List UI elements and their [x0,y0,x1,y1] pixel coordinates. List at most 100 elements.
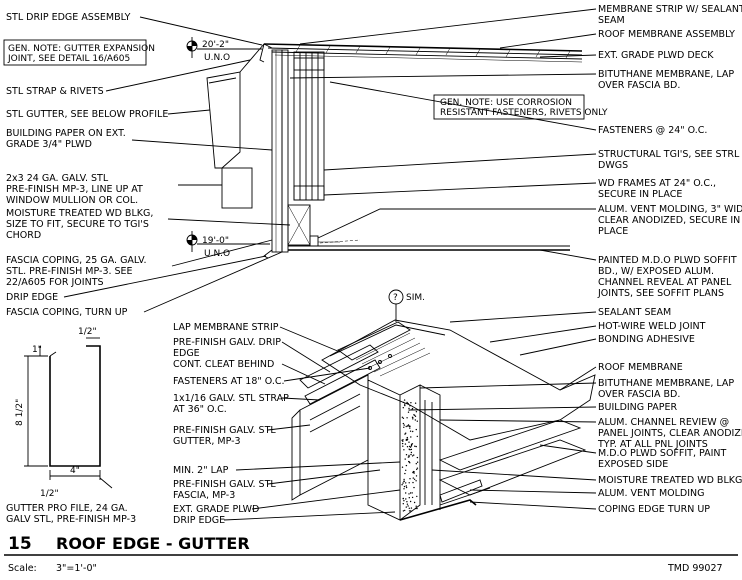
stipple-dot [402,510,405,512]
stipple-dot [415,445,417,448]
label-wd-frames-2: SECURE IN PLACE [598,189,682,200]
stipple-dot [410,451,413,454]
stipple-dot [408,507,410,509]
iso-label-channel-3: TYP. AT ALL PNL JOINTS [597,439,708,450]
section-cut-ref: ? [393,293,398,303]
stipple-dot [407,424,410,426]
stipple-dot [407,402,409,405]
profile-caption-1: GUTTER PRO FILE, 24 GA. [6,503,128,514]
label-fascia-turn-up: FASCIA COPING, TURN UP [6,307,128,318]
label-building-paper-2: GRADE 3/4" PLWD [6,139,92,150]
iso-label-cleat: CONT. CLEAT BEHIND [173,359,274,370]
stipple-dot [406,436,408,439]
label-galv-stl-2: PRE-FINISH MP-3, LINE UP AT [6,184,143,195]
iso-label-channel-1: ALUM. CHANNEL REVIEW @ [598,417,729,428]
label-strap-rivets: STL STRAP & RIVETS [6,86,104,97]
stipple-dot [403,478,405,481]
detail-number: 15 [8,534,32,554]
label-membrane-strip-2: SEAM [598,15,625,26]
profile-caption-2: GALV STL, PRE-FINISH MP-3 [6,514,136,525]
label-soffit-2: BD., W/ EXPOSED ALUM. [598,266,714,277]
stipple-dot [402,417,405,419]
label-gutter: STL GUTTER, SEE BELOW PROFILE [6,109,168,120]
corrosion-note: GEN. NOTE: USE CORROSION RESISTANT FASTE… [433,94,608,120]
stipple-dot [408,407,410,410]
corrosion-note-line-1: GEN. NOTE: USE CORROSION [440,98,572,108]
elevation-marker-top: 20'-2" U.N.O [186,37,262,63]
iso-membrane-hatch [355,332,431,377]
stipple-dot [402,407,404,409]
stipple-dot [412,430,414,433]
stipple-dot [406,446,409,448]
label-bituthane-2: OVER FASCIA BD. [598,80,680,91]
scale-value: 3"=1'-0" [56,563,97,574]
profile-dim-bottom: 1/2" [40,489,59,499]
label-soffit-3: CHANNEL REVEAL AT PANEL [598,277,732,288]
stipple-dot [409,427,411,429]
iso-label-fascia-1: PRE-FINISH GALV. STL [173,479,276,490]
stipple-dot [408,425,411,428]
stipple-dot [414,445,416,447]
stipple-dot [404,458,406,460]
stipple-dot [412,418,414,420]
stipple-dot [401,442,404,445]
stipple-dot [409,492,412,494]
stipple-dot [409,449,411,451]
label-soffit-1: PAINTED M.D.O PLWD SOFFIT [598,255,737,266]
stipple-dot [413,501,416,504]
section-right-labels: MEMBRANE STRIP W/ SEALANT SEAM ROOF MEMB… [289,4,742,299]
section-cut-marker: ? SIM. [388,289,425,322]
stipple-dot [404,509,406,512]
profile-dim-left: 1" [32,345,42,355]
stipple-dot [404,443,407,445]
stipple-dot [403,485,406,488]
stipple-dot [415,428,417,431]
expansion-note-line-2: JOINT, SEE DETAIL 16/A605 [7,54,130,64]
elevation-top-value: 20'-2" [202,40,229,50]
iso-label-blkg: MOISTURE TREATED WD BLKG [598,475,742,486]
scale-label: Scale: [8,563,37,574]
section-cut-sim: SIM. [406,293,425,303]
stipple-dot [402,401,404,404]
stipple-dot [402,482,404,484]
label-fascia-coping-3: 22/A605 FOR JOINTS [6,277,104,288]
label-fascia-coping-2: STL. PRE-FINISH MP-3. SEE [6,266,133,277]
stipple-dot [404,472,406,475]
iso-label-prefinish-drip-2: EDGE [173,348,200,359]
stipple-dot [403,399,406,401]
stipple-dot [412,470,415,473]
iso-label-sealant: SEALANT SEAM [598,307,671,318]
iso-label-gutter-1: PRE-FINISH GALV. STL [173,425,276,436]
stipple-dot [405,482,407,484]
iso-label-min-lap: MIN. 2" LAP [173,465,229,476]
stipple-dot [405,425,407,428]
stipple-dot [401,416,404,418]
section-drawing [206,43,583,259]
stipple-dot [402,422,405,425]
stipple-dot [402,503,404,505]
profile-dim-top: 1/2" [78,327,97,337]
stipple-dot [408,454,410,457]
stipple-dot [415,505,417,507]
stipple-dot [408,510,411,512]
stipple-dot [410,443,413,445]
iso-label-bituthane-1: BITUTHANE MEMBRANE, LAP [598,378,734,389]
isometric-drawing [291,319,596,521]
label-tgis-1: STRUCTURAL TGI'S, SEE STRL [598,149,740,160]
label-membrane-strip-1: MEMBRANE STRIP W/ SEALANT [598,4,742,15]
iso-label-plwd: EXT. GRADE PLWD [173,504,259,515]
stipple-dot [412,477,414,479]
stipple-dot [406,425,409,427]
stipple-dot [414,402,417,404]
stipple-dot [410,448,413,451]
stipple-dot [416,461,419,463]
iso-label-fasteners18: FASTENERS AT 18" O.C. [173,376,285,387]
stipple-dot [405,486,408,489]
stipple-dot [407,505,409,507]
stipple-dot [405,438,408,441]
stipple-dot [409,500,412,503]
stipple-dot [415,475,418,477]
stipple-dot [412,481,414,484]
stipple-dot [411,492,413,494]
